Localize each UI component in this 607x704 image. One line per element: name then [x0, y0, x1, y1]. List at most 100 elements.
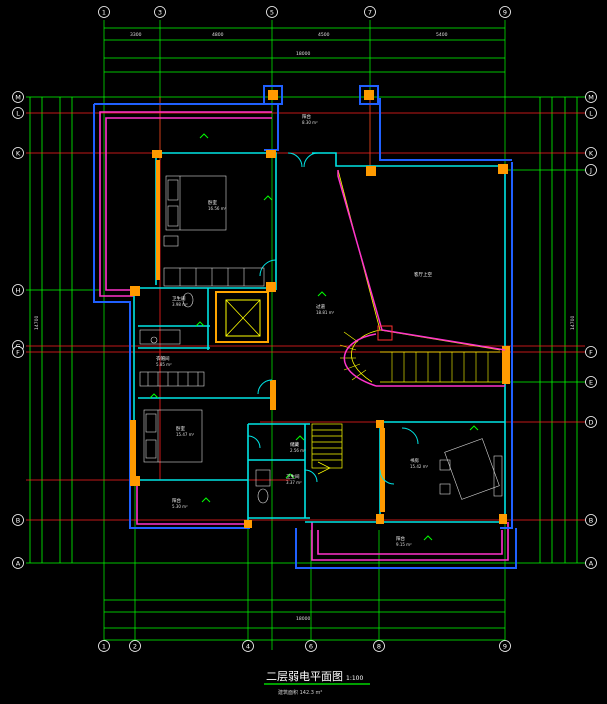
svg-text:6: 6	[309, 643, 313, 651]
room-label-living-void: 客厅上空	[414, 271, 432, 278]
svg-text:D: D	[588, 419, 593, 427]
outer-walls	[93, 98, 517, 569]
svg-text:J: J	[589, 167, 592, 175]
room-name: 储藏	[290, 441, 299, 448]
svg-text:18000: 18000	[296, 616, 310, 622]
grid-bubble-right-K: K	[585, 147, 597, 159]
room-name: 书房	[410, 457, 419, 464]
grid-bubble-left-B: B	[12, 514, 24, 526]
room-area: 8.30 m²	[302, 120, 318, 125]
svg-text:1: 1	[102, 643, 106, 651]
secondary-stair	[311, 423, 343, 475]
room-area: 9.15 m²	[396, 542, 412, 547]
grid-bubble-right-A: A	[585, 557, 597, 569]
doors	[247, 152, 419, 485]
room-name: 卧室	[176, 425, 185, 432]
svg-text:E: E	[589, 379, 593, 387]
svg-text:1: 1	[102, 9, 106, 17]
svg-text:B: B	[589, 517, 593, 525]
grid-bubble-bottom-4: 4	[242, 640, 254, 652]
svg-text:7: 7	[368, 9, 372, 17]
svg-text:3: 3	[158, 9, 162, 17]
room-name: 阳台	[396, 535, 405, 542]
grid-bubble-bottom-2: 2	[129, 640, 141, 652]
main-stair	[337, 169, 501, 383]
room-area: 3.37 m²	[286, 480, 302, 485]
svg-text:14700: 14700	[34, 316, 40, 330]
room-name: 卧室	[208, 199, 217, 206]
grid-bubble-top-1: 1	[98, 6, 110, 18]
room-area: 15.47 m²	[176, 432, 195, 437]
room-area: 2.56 m²	[290, 448, 306, 453]
grid-bubble-top-9: 9	[499, 6, 511, 18]
room-name: 客厅上空	[414, 271, 432, 278]
svg-text:3300: 3300	[130, 32, 142, 38]
grid-bubble-right-F: F	[585, 346, 597, 358]
svg-text:9: 9	[503, 643, 507, 651]
room-area: 16.56 m²	[208, 206, 227, 211]
grid-bubble-bottom-6: 6	[305, 640, 317, 652]
svg-text:L: L	[589, 110, 593, 118]
grid-bubbles-left: MLKHGFBA	[12, 91, 24, 569]
drawing-scale: 1:100	[346, 675, 363, 682]
svg-text:H: H	[16, 287, 21, 295]
room-name: 衣帽间	[156, 355, 170, 362]
grid-bubble-left-K: K	[12, 147, 24, 159]
svg-text:L: L	[16, 110, 20, 118]
dimension-lines	[29, 27, 578, 641]
grid-bubble-top-7: 7	[364, 6, 376, 18]
electrical-symbols	[149, 133, 479, 541]
grid-bubble-right-E: E	[585, 376, 597, 388]
svg-text:18000: 18000	[296, 51, 310, 57]
drawing-title: 二层弱电平面图	[266, 670, 343, 683]
room-area: 15.42 m²	[410, 464, 429, 469]
svg-text:14700: 14700	[570, 316, 576, 330]
grid-bubble-left-H: H	[12, 284, 24, 296]
grid-bubble-top-3: 3	[154, 6, 166, 18]
svg-text:B: B	[16, 517, 20, 525]
grid-bubbles-top: 1 3 5 7 9	[98, 6, 511, 18]
svg-text:A: A	[16, 560, 21, 568]
room-area: 5.85 m²	[156, 362, 172, 367]
room-label-balcony-bottom-left: 阳台5.30 m²	[172, 497, 188, 509]
room-name: 卫生间	[172, 295, 186, 302]
svg-text:5: 5	[270, 9, 274, 17]
room-name: 阳台	[172, 497, 181, 504]
svg-text:4: 4	[246, 643, 250, 651]
structural-columns	[130, 85, 510, 528]
room-name: 卫生间	[286, 473, 300, 480]
grid-bubble-bottom-9: 9	[499, 640, 511, 652]
balcony-outlines	[99, 111, 509, 561]
grid-bubble-bottom-1: 1	[98, 640, 110, 652]
room-area: 18.81 m²	[316, 310, 335, 315]
room-area: 5.30 m²	[172, 504, 188, 509]
grid-lines-vertical	[103, 20, 506, 650]
grid-bubble-bottom-8: 8	[373, 640, 385, 652]
grid-bubble-left-F: F	[12, 346, 24, 358]
svg-text:2: 2	[133, 643, 137, 651]
drawing-subtitle: 建筑面积 142.3 m²	[278, 689, 322, 696]
grid-bubble-left-A: A	[12, 557, 24, 569]
svg-text:F: F	[589, 349, 593, 357]
room-label-balcony-bottom-right: 阳台9.15 m²	[396, 535, 412, 547]
svg-text:K: K	[589, 150, 594, 158]
drawing-title-block: 二层弱电平面图 1:100 建筑面积 142.3 m²	[264, 670, 370, 696]
grid-bubble-right-M: M	[585, 91, 597, 103]
grid-bubble-right-D: D	[585, 416, 597, 428]
inner-walls	[133, 152, 506, 524]
svg-text:K: K	[16, 150, 21, 158]
svg-text:8: 8	[377, 643, 381, 651]
grid-bubble-right-J: J	[585, 164, 597, 176]
grid-bubble-left-L: L	[12, 107, 24, 119]
furniture	[139, 175, 503, 504]
svg-text:4800: 4800	[212, 32, 224, 38]
